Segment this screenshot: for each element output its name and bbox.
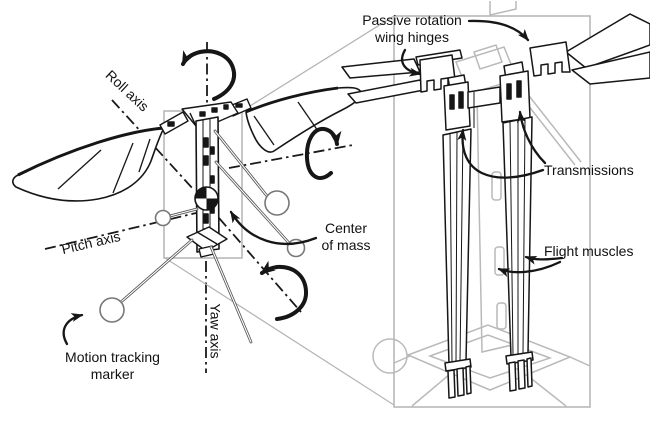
center-of-mass-arrow bbox=[229, 210, 318, 246]
base-leg bbox=[411, 373, 451, 407]
robot-drawing bbox=[12, 86, 362, 258]
airframe-diagonal bbox=[525, 91, 582, 163]
right-wing bbox=[245, 86, 362, 153]
marker-arrow bbox=[62, 313, 84, 346]
pitch-axis-line bbox=[228, 144, 354, 169]
airframe-top-inner bbox=[473, 44, 503, 70]
flight-muscles-label: Flight muscles bbox=[544, 243, 634, 259]
projection-line-top bbox=[241, 15, 395, 112]
center-of-mass-label: Center of mass bbox=[321, 220, 371, 253]
hinge-arrow-right bbox=[467, 19, 530, 42]
label-arrows bbox=[62, 19, 564, 346]
transmission-arrow-left bbox=[457, 128, 545, 179]
transmissions-label: Transmissions bbox=[544, 162, 634, 178]
roll-axis-line bbox=[111, 99, 195, 191]
yaw-axis-label: Yaw axis bbox=[207, 303, 224, 359]
detail-transmissions bbox=[443, 61, 531, 131]
muscle-arrow-right bbox=[524, 255, 564, 265]
yaw-rotation-arrow bbox=[181, 49, 236, 101]
motion-marker bbox=[264, 190, 290, 216]
body-bracket bbox=[186, 226, 228, 258]
detail-panel-frame bbox=[393, 15, 591, 408]
roll-rotation-arrow bbox=[259, 260, 309, 321]
motion-marker bbox=[99, 297, 125, 323]
left-wing bbox=[12, 126, 165, 202]
base-circle bbox=[372, 338, 408, 374]
detail-left-wing bbox=[341, 49, 463, 104]
motion-tracking-marker-label: Motion tracking marker bbox=[65, 349, 160, 382]
projection-line-bottom bbox=[164, 257, 395, 406]
rotation-arrows bbox=[181, 49, 342, 321]
wing-mounts bbox=[159, 98, 252, 135]
airframe-u bbox=[489, 1, 517, 16]
wing-hinge-right bbox=[529, 41, 571, 77]
passive-rotation-wing-hinges-label: Passive rotation wing hinges bbox=[362, 12, 462, 45]
muscle-arrow-left bbox=[497, 260, 562, 277]
transmission-arrow-right bbox=[516, 110, 547, 165]
detail-flight-muscles bbox=[442, 116, 534, 399]
center-of-mass-symbol bbox=[194, 186, 219, 211]
base-leg bbox=[527, 375, 567, 407]
detail-mechanism bbox=[341, 13, 650, 399]
motion-marker bbox=[154, 209, 172, 227]
hinge-arrow-left bbox=[400, 48, 422, 77]
base-leg bbox=[393, 355, 411, 364]
column-slot bbox=[491, 171, 502, 201]
detail-right-wing bbox=[529, 13, 650, 85]
column-slot bbox=[496, 302, 507, 330]
base-leg bbox=[569, 356, 591, 367]
pitch-rotation-arrow bbox=[304, 127, 342, 180]
